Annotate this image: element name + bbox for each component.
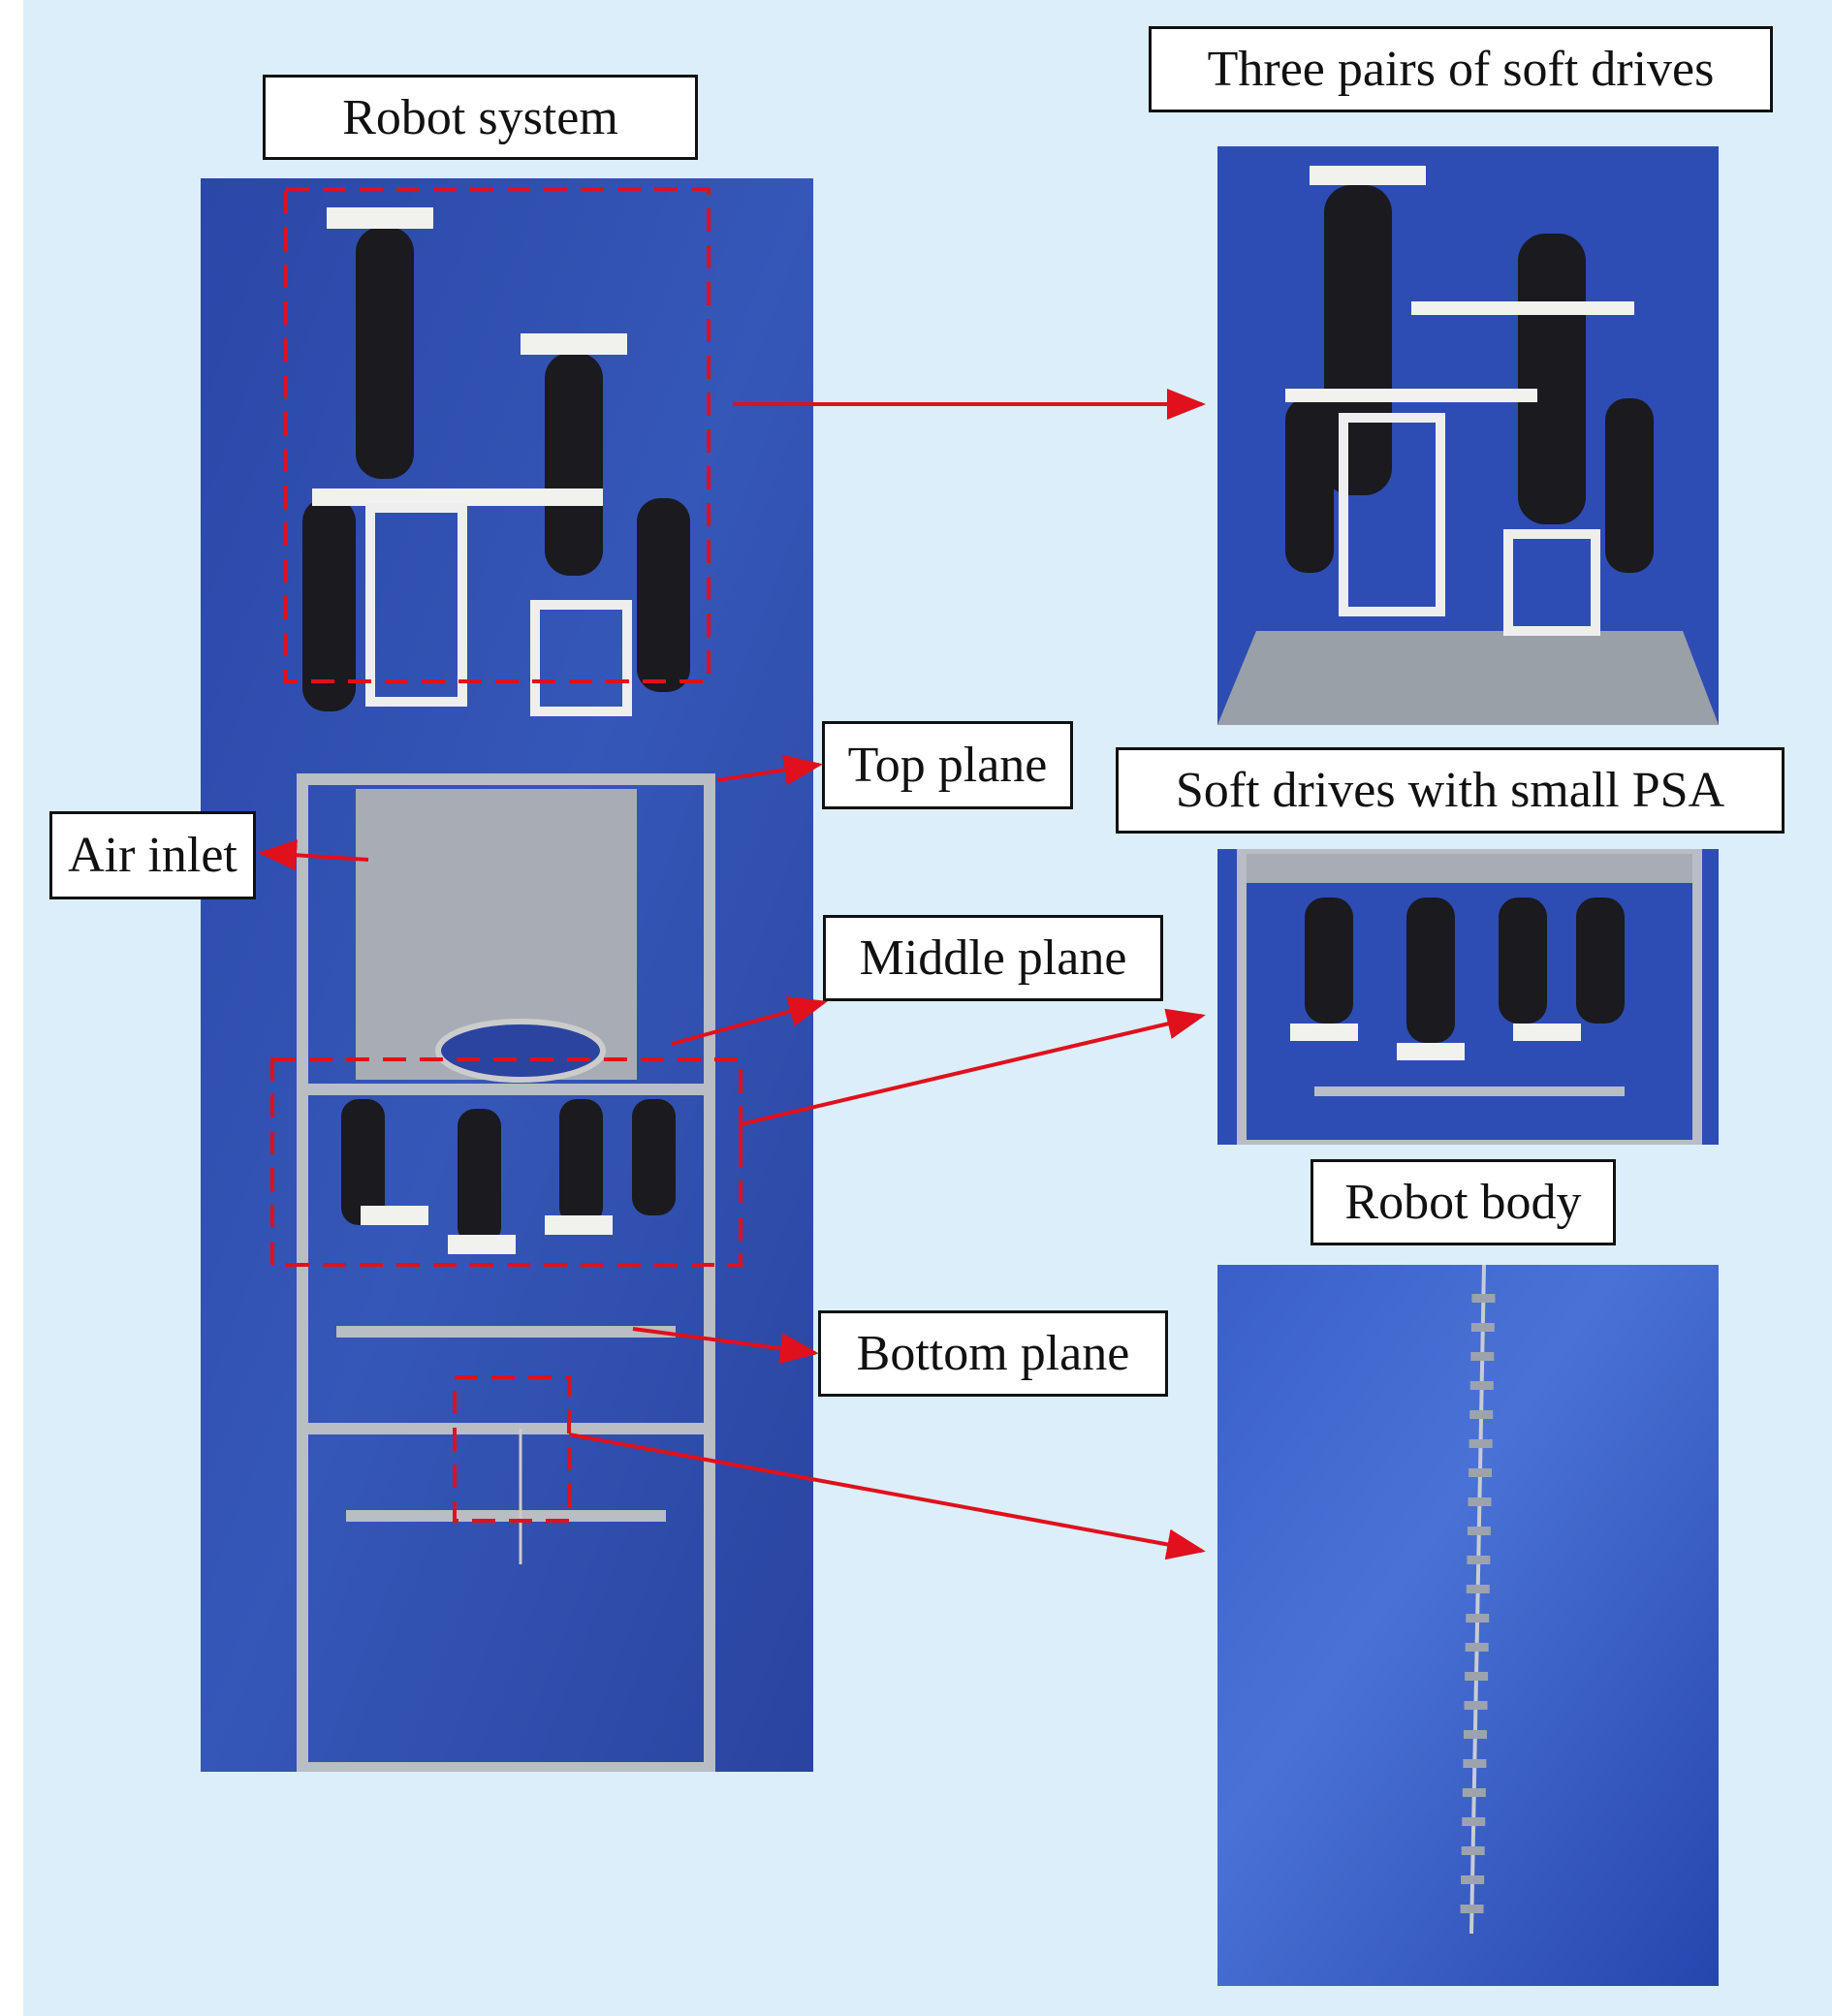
robot-body-segment — [1461, 1846, 1485, 1855]
three-pairs-soft-drives-photo — [1217, 146, 1719, 725]
robot-body-segment — [1462, 1817, 1486, 1826]
robot-body-segment — [1461, 1875, 1485, 1884]
robot-body-segment — [1466, 1614, 1490, 1622]
robot-body-segment — [1465, 1643, 1489, 1652]
soft-drives-psa-label: Soft drives with small PSA — [1116, 747, 1785, 834]
robot-body-segment — [1460, 1905, 1484, 1913]
middle-plane-label: Middle plane — [823, 915, 1163, 1001]
robot-body-segment — [1463, 1759, 1487, 1768]
robot-body-segment — [1465, 1672, 1489, 1681]
robot-body-segment — [1468, 1497, 1492, 1506]
bottom-plane-label: Bottom plane — [818, 1310, 1168, 1397]
soft-drives-small-psa-photo — [1217, 849, 1719, 1145]
robot-body-segment — [1464, 1701, 1488, 1710]
robot-body-segment — [1462, 1788, 1486, 1797]
robot-body-label: Robot body — [1311, 1159, 1616, 1245]
robot-system-label: Robot system — [263, 75, 698, 160]
robot-body-segment — [1467, 1527, 1491, 1535]
robot-body-segment — [1470, 1323, 1495, 1332]
three-pairs-soft-drives-label: Three pairs of soft drives — [1149, 26, 1773, 112]
robot-body-segment — [1463, 1730, 1487, 1739]
robot-body-segment — [1471, 1294, 1496, 1303]
robot-body-segment — [1469, 1381, 1494, 1390]
robot-body-segment — [1469, 1439, 1493, 1448]
robot-body-segment — [1467, 1556, 1491, 1564]
air-inlet-label: Air inlet — [49, 811, 256, 899]
robot-body-segment — [1466, 1585, 1490, 1593]
robot-system-photo — [201, 178, 813, 1772]
robot-body-segment — [1469, 1410, 1494, 1419]
robot-body-segment — [1470, 1352, 1495, 1361]
robot-body-photo — [1217, 1265, 1719, 1986]
top-plane-label: Top plane — [822, 721, 1073, 809]
robot-body-segment — [1469, 1468, 1493, 1477]
